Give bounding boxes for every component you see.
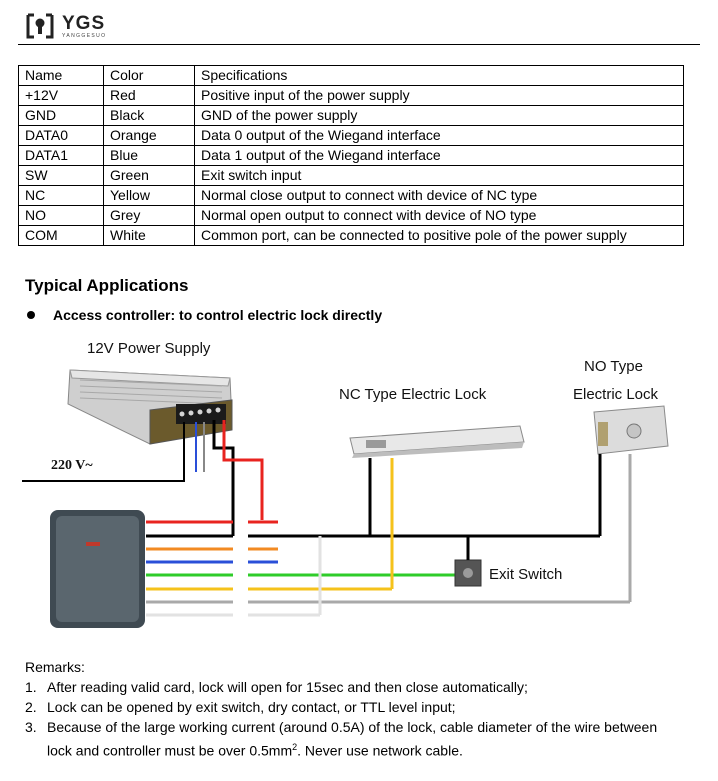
application-bullet-text: Access controller: to control electric l… (53, 307, 383, 323)
wire-spec: Normal open output to connect with devic… (194, 205, 684, 226)
application-bullet: Access controller: to control electric l… (25, 307, 382, 323)
header-color: Color (103, 65, 195, 86)
remark-number: 1. (25, 679, 37, 695)
header-name: Name (18, 65, 104, 86)
wire-color: Yellow (103, 185, 195, 206)
wire-spec: Normal close output to connect with devi… (194, 185, 684, 206)
logo-name: YGS (62, 12, 106, 34)
list-item: 3. Because of the large working current … (25, 717, 705, 761)
table-row: DATA1 Blue Data 1 output of the Wiegand … (18, 145, 684, 166)
wire-spec-table: Name Color Specifications +12V Red Posit… (18, 65, 684, 246)
remark-number: 2. (25, 699, 37, 715)
mains-wire (22, 422, 185, 482)
wire-color: Blue (103, 145, 195, 166)
table-row: NC Yellow Normal close output to connect… (18, 185, 684, 206)
header-specifications: Specifications (194, 65, 684, 86)
section-title: Typical Applications (25, 276, 189, 295)
wire-name: NO (18, 205, 104, 226)
wire-spec: Common port, can be connected to positiv… (194, 225, 684, 246)
remarks-title: Remarks: (25, 659, 85, 675)
wire-color: Orange (103, 125, 195, 146)
wire-color: White (103, 225, 195, 246)
remark-text: Because of the large working current (ar… (47, 719, 658, 735)
card-reader-controller (50, 510, 145, 628)
wire-spec: Positive input of the power supply (194, 85, 684, 106)
table-row: GND Black GND of the power supply (18, 105, 684, 126)
remarks-list: 1. After reading valid card, lock will o… (25, 677, 705, 761)
remark-text: After reading valid card, lock will open… (47, 679, 528, 695)
wire-name: COM (18, 225, 104, 246)
list-item: 2. Lock can be opened by exit switch, dr… (25, 697, 705, 717)
keyhole-logo-icon (26, 12, 54, 40)
power-supply-label: 12V Power Supply (87, 340, 211, 357)
wire-spec: Exit switch input (194, 165, 684, 186)
wire-color: Green (103, 165, 195, 186)
table-row: NO Grey Normal open output to connect wi… (18, 205, 684, 226)
no-lock-label-line2: Electric Lock (573, 386, 659, 403)
no-lock-label-line1: NO Type (584, 358, 643, 375)
exit-switch-label: Exit Switch (489, 566, 562, 583)
superscript: 2 (292, 742, 298, 752)
header-divider (18, 44, 700, 45)
table-row: DATA0 Orange Data 0 output of the Wiegan… (18, 125, 684, 146)
wire-color: Grey (103, 205, 195, 226)
logo-subtitle: YANGGESUO (62, 32, 107, 39)
remark-text-continued: lock and controller must be over 0.5mm (47, 742, 293, 759)
table-row: COM White Common port, can be connected … (18, 225, 684, 246)
remark-text-end: . Never use network cable. (297, 742, 463, 759)
wire-color: Black (103, 105, 195, 126)
nc-electric-lock (349, 425, 525, 458)
table-row: SW Green Exit switch input (18, 165, 684, 186)
logo: YGS YANGGESUO (26, 10, 106, 42)
wire-name: +12V (18, 85, 104, 106)
list-item: 1. After reading valid card, lock will o… (25, 677, 705, 697)
no-electric-lock (593, 405, 669, 455)
wire-name: SW (18, 165, 104, 186)
exit-switch (454, 559, 482, 587)
ps-positive-wire (222, 420, 264, 520)
wire-name: DATA1 (18, 145, 104, 166)
table-row: +12V Red Positive input of the power sup… (18, 85, 684, 106)
wire-spec: Data 1 output of the Wiegand interface (194, 145, 684, 166)
wire-name: DATA0 (18, 125, 104, 146)
remark-number: 3. (25, 719, 37, 735)
wire-name: NC (18, 185, 104, 206)
remarks: Remarks: 1. After reading valid card, lo… (25, 657, 705, 761)
wire-color: Red (103, 85, 195, 106)
nc-lock-label: NC Type Electric Lock (339, 386, 487, 403)
power-supply-unit (67, 369, 233, 445)
wiring-diagram: 12V Power Supply NC Type Electric Lock N… (22, 340, 669, 628)
wire-spec: GND of the power supply (194, 105, 684, 126)
table-header-row: Name Color Specifications (18, 65, 684, 86)
wire-spec: Data 0 output of the Wiegand interface (194, 125, 684, 146)
remark-text: Lock can be opened by exit switch, dry c… (47, 699, 456, 715)
mains-voltage-label: 220 V~ (51, 458, 93, 473)
wire-name: GND (18, 105, 104, 126)
bullet-icon (27, 311, 35, 319)
